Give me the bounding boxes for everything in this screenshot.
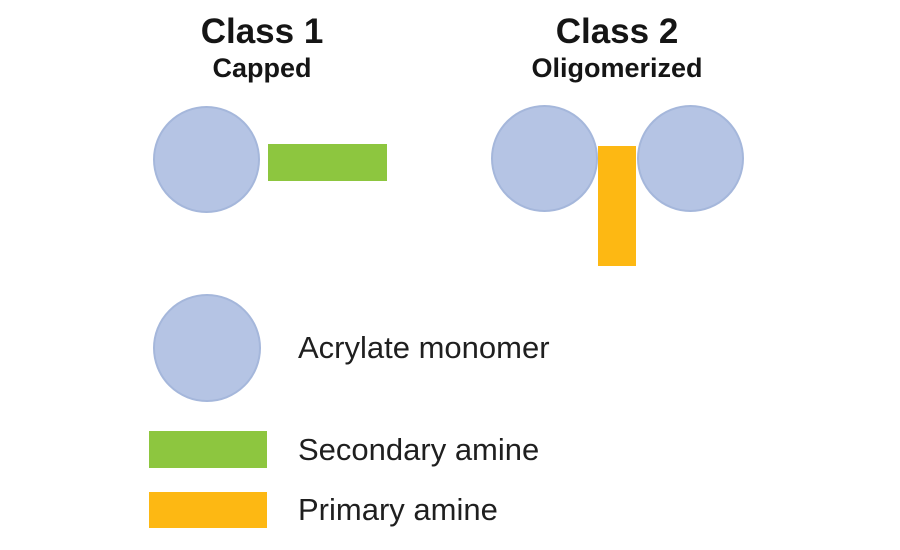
legend-secondary-amine-swatch <box>149 431 267 468</box>
class2-subtitle: Oligomerized <box>531 53 703 84</box>
legend-acrylate-monomer-label: Acrylate monomer <box>298 330 550 365</box>
class2-acrylate-monomer-circle-left <box>491 105 598 212</box>
legend-secondary-amine-label: Secondary amine <box>298 432 540 467</box>
class1-secondary-amine-rect <box>268 144 387 181</box>
legend-acrylate-monomer-swatch <box>153 294 261 402</box>
class2-title: Class 2 <box>555 12 679 51</box>
class1-acrylate-monomer-circle <box>153 106 260 213</box>
class2-acrylate-monomer-circle-right <box>637 105 744 212</box>
class2-primary-amine-rect <box>598 146 636 266</box>
class2-heading: Class 2 Oligomerized <box>467 12 767 83</box>
class1-heading: Class 1 Capped <box>112 12 412 83</box>
class1-title: Class 1 <box>200 12 324 51</box>
legend-primary-amine-label: Primary amine <box>298 492 498 527</box>
legend-primary-amine-swatch <box>149 492 267 528</box>
class1-subtitle: Capped <box>212 53 312 84</box>
